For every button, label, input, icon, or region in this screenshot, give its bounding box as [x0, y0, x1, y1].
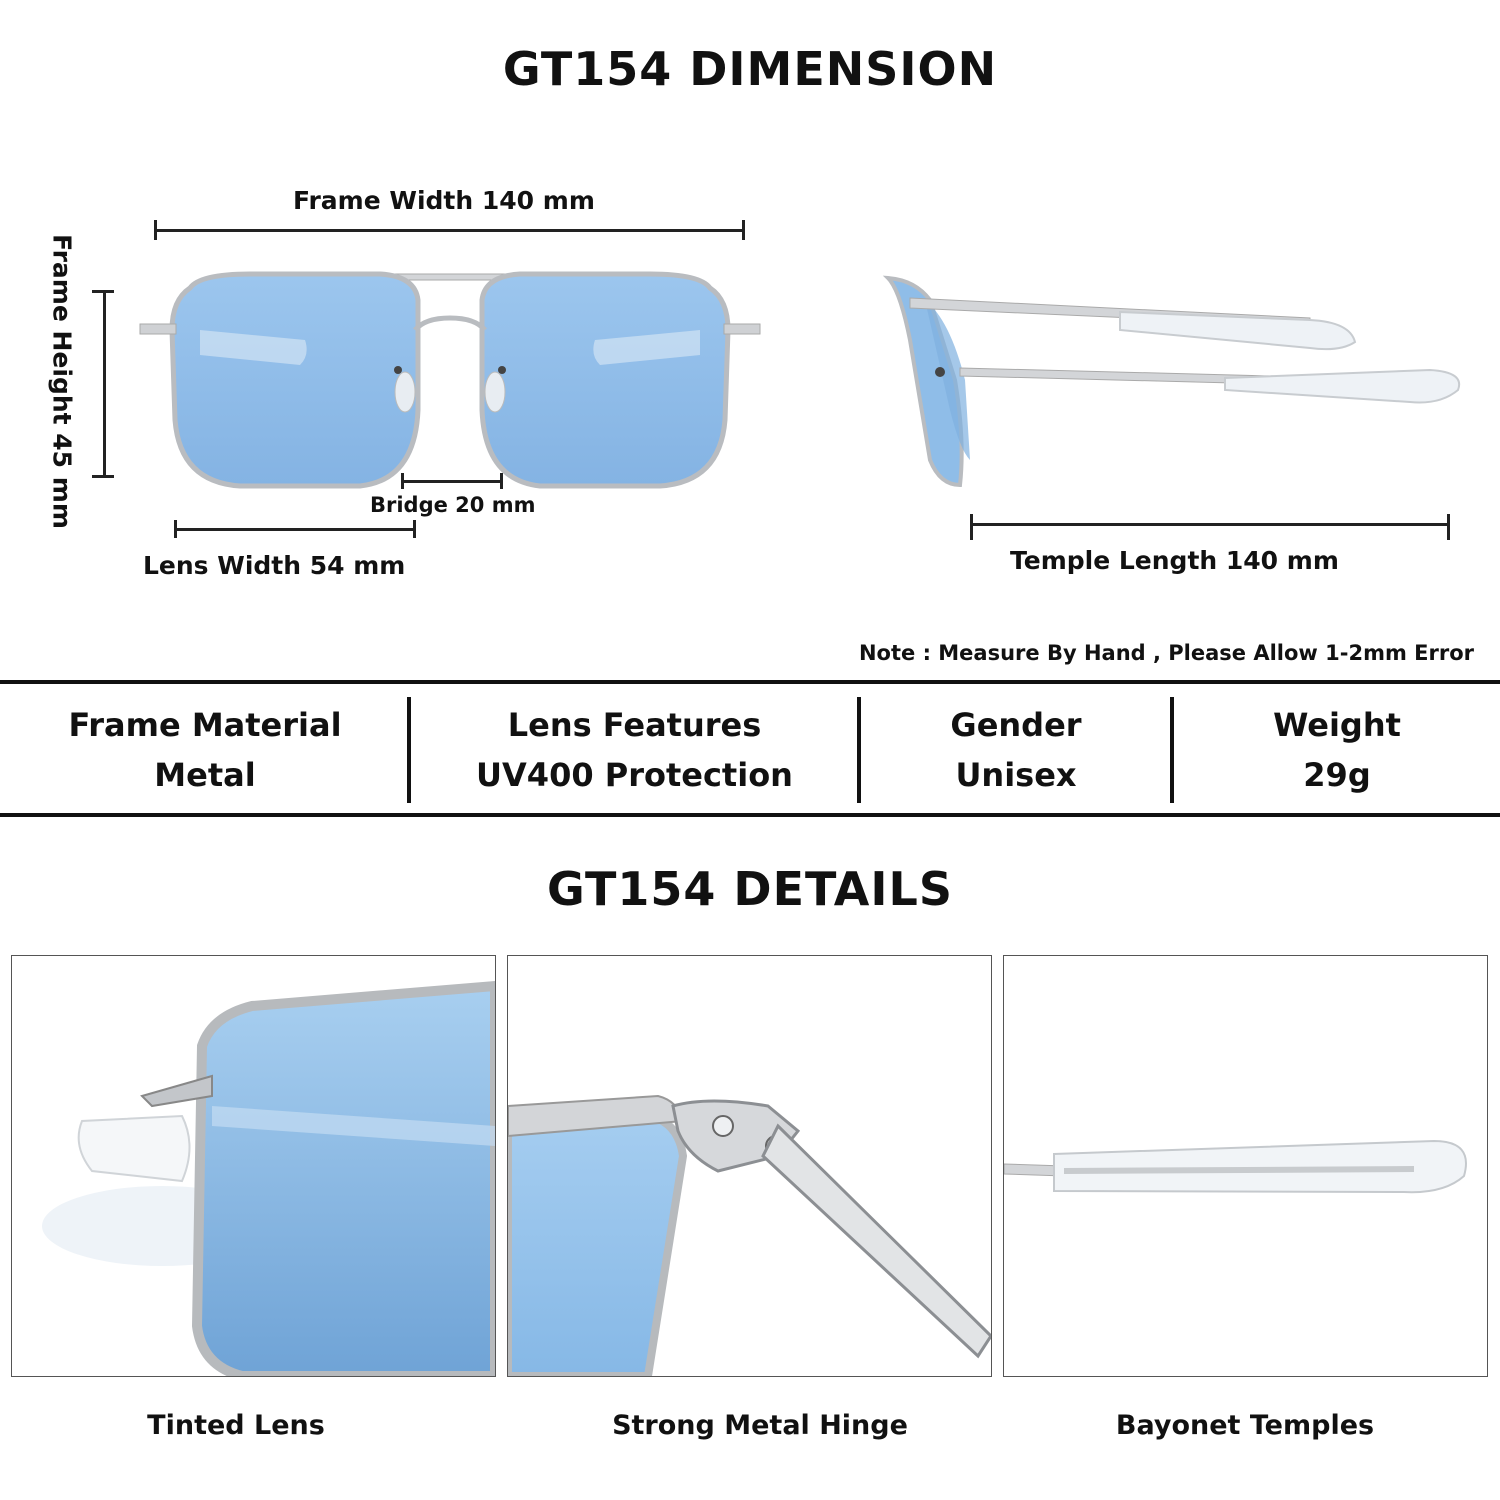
bridge-label: Bridge 20 mm — [370, 493, 536, 517]
frame-height-tick-bottom — [92, 475, 114, 478]
spec-value: UV400 Protection — [476, 756, 793, 794]
bridge-tick-left — [401, 473, 404, 489]
spec-band-bottom-border — [0, 813, 1500, 817]
lens-width-tick-right — [413, 520, 416, 538]
detail-panel-metal-hinge — [507, 955, 992, 1377]
temple-length-label: Temple Length 140 mm — [1010, 546, 1339, 575]
spec-label: Gender — [950, 706, 1082, 744]
metal-hinge-image — [508, 1094, 991, 1376]
caption-tinted-lens: Tinted Lens — [147, 1410, 325, 1441]
temple-length-line — [971, 523, 1449, 526]
frame-height-tick-top — [92, 290, 114, 293]
lens-width-label: Lens Width 54 mm — [143, 551, 406, 580]
spec-frame-material: Frame Material Metal — [0, 700, 410, 800]
detail-panel-bayonet-temples — [1003, 955, 1488, 1377]
caption-bayonet-temples: Bayonet Temples — [1115, 1410, 1375, 1441]
frame-width-tick-left — [154, 220, 157, 240]
temple-length-tick-left — [970, 514, 973, 540]
spec-value: 29g — [1303, 756, 1371, 794]
bridge-tick-right — [500, 473, 503, 489]
lens-width-line — [175, 528, 415, 531]
spec-band-top-border — [0, 680, 1500, 684]
spec-label: Weight — [1273, 706, 1401, 744]
spec-divider — [407, 697, 411, 803]
details-title: GT154 DETAILS — [547, 862, 953, 916]
bridge-line — [402, 480, 502, 483]
spec-weight: Weight 29g — [1174, 700, 1500, 800]
spec-divider — [1170, 697, 1174, 803]
spec-label: Frame Material — [68, 706, 342, 744]
detail-panel-tinted-lens — [11, 955, 496, 1377]
spec-value: Metal — [154, 756, 256, 794]
frame-height-label-wrap: Frame Height 45 mm — [42, 212, 77, 552]
caption-metal-hinge: Strong Metal Hinge — [612, 1410, 908, 1441]
front-view-glasses — [139, 271, 761, 489]
temple-length-tick-right — [1447, 514, 1450, 540]
frame-width-tick-right — [742, 220, 745, 240]
spec-divider — [857, 697, 861, 803]
bayonet-temples-image — [1004, 1139, 1467, 1194]
lens-width-tick-left — [174, 520, 177, 538]
frame-width-label: Frame Width 140 mm — [293, 186, 595, 215]
frame-height-line — [103, 291, 106, 477]
spec-gender: Gender Unisex — [861, 700, 1171, 800]
measurement-note: Note : Measure By Hand , Please Allow 1-… — [858, 641, 1474, 665]
spec-lens-features: Lens Features UV400 Protection — [411, 700, 858, 800]
tinted-lens-image — [42, 980, 495, 1376]
side-view-glasses — [882, 275, 1461, 488]
dimension-title: GT154 DIMENSION — [502, 42, 998, 96]
spec-label: Lens Features — [507, 706, 762, 744]
frame-width-line — [155, 229, 745, 232]
spec-value: Unisex — [955, 756, 1077, 794]
frame-height-label: Frame Height 45 mm — [47, 234, 77, 529]
